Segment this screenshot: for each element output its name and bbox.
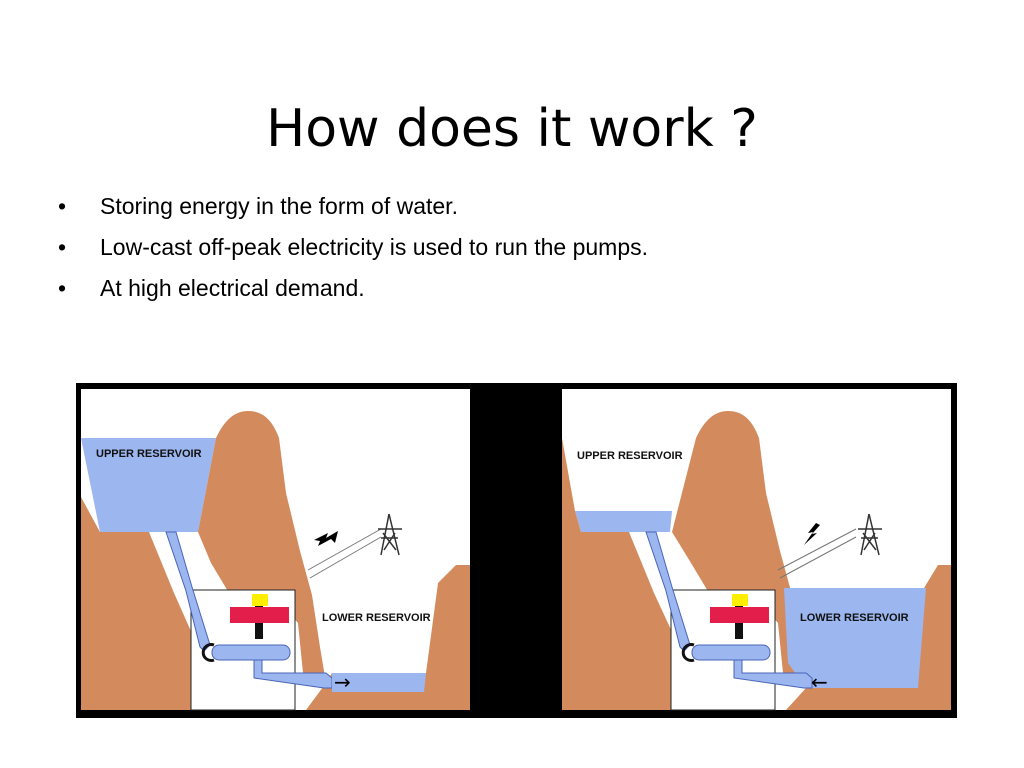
power-line (309, 536, 382, 579)
pumped-storage-diagram: UPPER RESERVOIR LOWER RESERVOIR → UPPER … (76, 383, 957, 718)
lower-reservoir-water (784, 588, 926, 688)
power-line (779, 536, 857, 579)
generator-block (252, 594, 268, 606)
upper-reservoir-water (81, 438, 216, 532)
flow-arrow-icon: → (334, 670, 351, 694)
bullet-dot: • (58, 234, 67, 260)
coupling-icon (201, 643, 215, 662)
bullet-item: • Low-cast off-peak electricity is used … (58, 227, 648, 268)
bullet-text: Storing energy in the form of water. (100, 193, 458, 219)
upper-reservoir-water (575, 511, 672, 532)
bullet-dot: • (58, 193, 67, 219)
flow-arrow-icon: ← (811, 670, 828, 694)
right-ground (786, 565, 951, 710)
bullet-text: At high electrical demand. (100, 275, 365, 301)
lightning-icon (314, 531, 338, 546)
generator-block (732, 594, 748, 606)
turbine-rotor (710, 607, 769, 623)
bullet-item: • Storing energy in the form of water. (58, 186, 648, 227)
left-cliff (562, 438, 686, 710)
left-cliff (81, 497, 206, 710)
power-line (307, 528, 382, 571)
panel-pumping (562, 389, 951, 711)
lower-reservoir-label: LOWER RESERVOIR (800, 612, 909, 624)
power-line (777, 528, 857, 571)
bullet-list: • Storing energy in the form of water. •… (58, 186, 648, 309)
penstock-pipe (645, 531, 691, 652)
upper-reservoir-label: UPPER RESERVOIR (577, 450, 683, 462)
horizontal-pipe (691, 644, 771, 661)
bullet-item: • At high electrical demand. (58, 268, 648, 309)
penstock-pipe (165, 531, 211, 652)
upper-reservoir-label: UPPER RESERVOIR (96, 448, 202, 460)
bullet-dot: • (58, 275, 67, 301)
lightning-icon (804, 523, 820, 545)
coupling-icon (681, 643, 695, 662)
pylon-icon (858, 513, 882, 556)
turbine-rotor (230, 607, 289, 623)
pylon-icon (378, 513, 402, 556)
lower-reservoir-label: LOWER RESERVOIR (322, 612, 431, 624)
bullet-text: Low-cast off-peak electricity is used to… (100, 234, 649, 260)
horizontal-pipe (211, 644, 291, 661)
slide-title: How does it work ? (266, 98, 758, 159)
tailrace-pipe (733, 659, 813, 689)
lower-reservoir-water (332, 673, 426, 692)
panel-generating (81, 389, 470, 711)
